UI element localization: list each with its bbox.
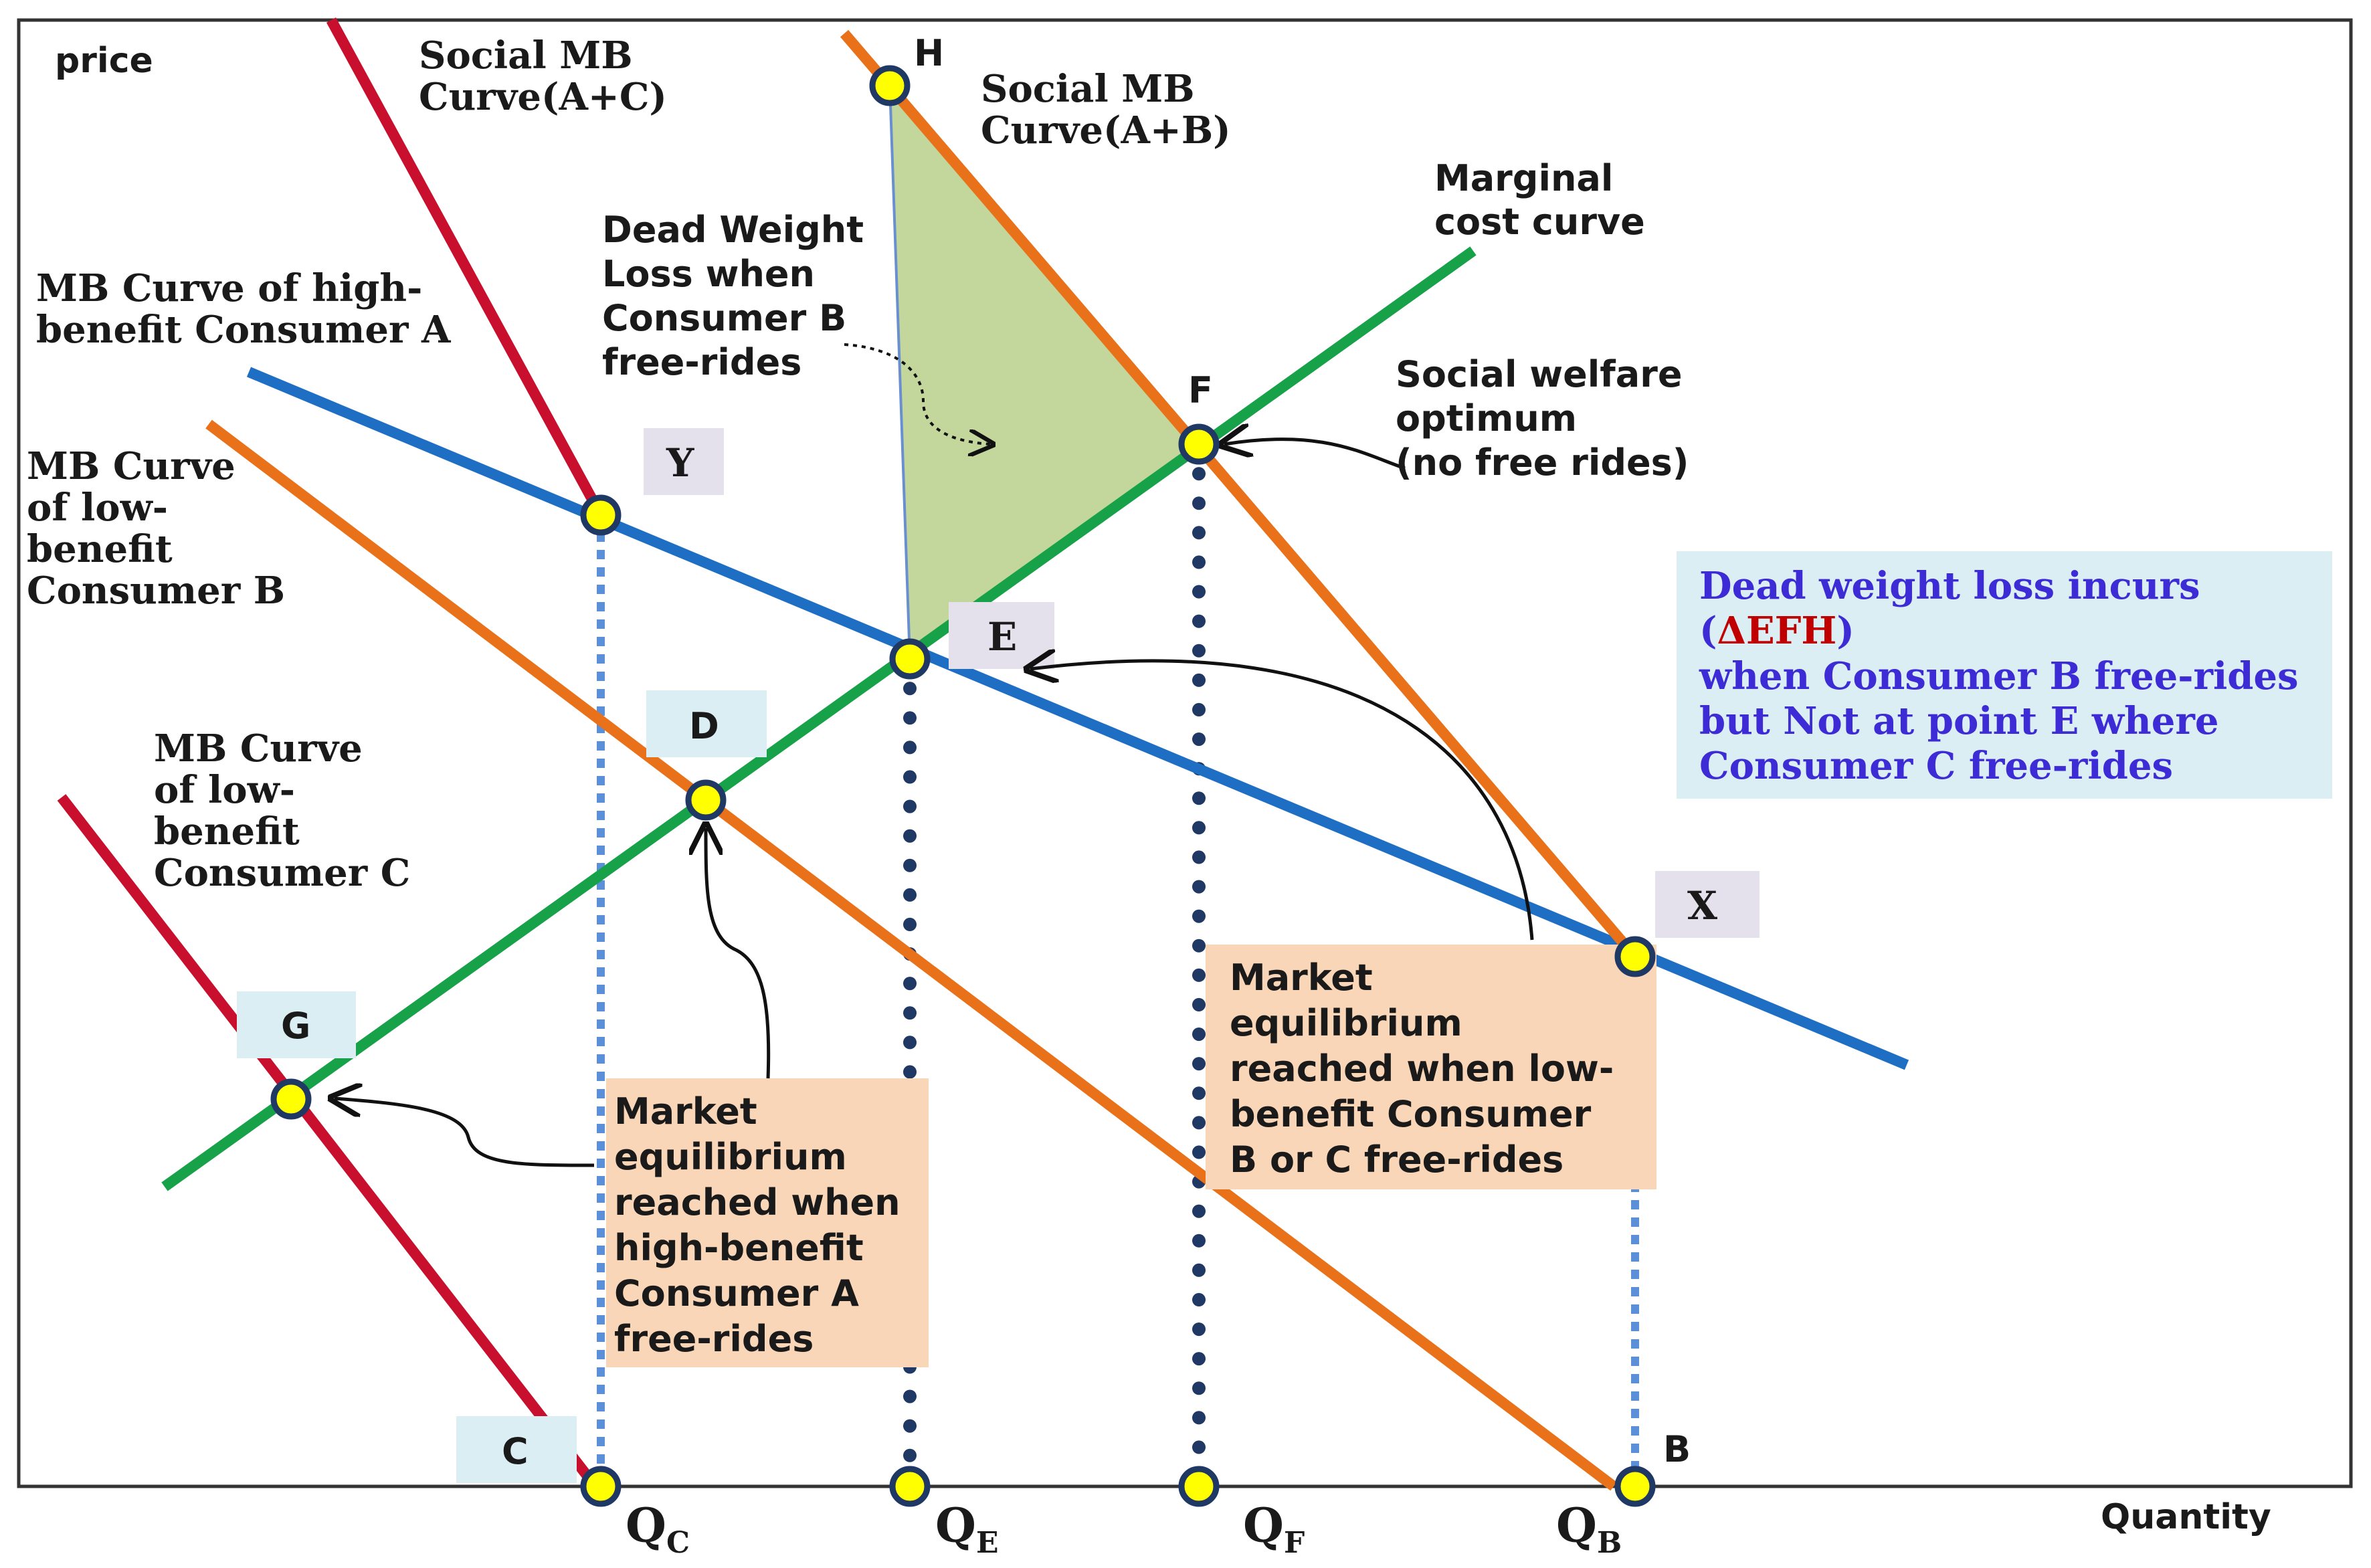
deadweight-loss-triangle-efh	[888, 82, 1201, 662]
label-marginal-cost: Marginal cost curve	[1434, 157, 1645, 243]
label-bg-c	[456, 1416, 577, 1483]
arrow-to-g	[335, 1098, 595, 1167]
label-mb-consumer-a: MB Curve of high- benefit Consumer A	[36, 266, 452, 352]
social-mb-curve-a-plus-c	[326, 17, 606, 518]
label-mb-consumer-b: MB Curve of low- benefit Consumer B	[27, 444, 285, 613]
point-b-label: B	[1663, 1428, 1691, 1470]
label-social-welfare-optimum: Social welfare optimum (no free rides)	[1396, 353, 1695, 484]
point-qb-marker	[1614, 1466, 1656, 1507]
point-g-marker	[270, 1078, 312, 1120]
label-bg-x	[1655, 871, 1760, 938]
label-social-mb-ac: Social MB Curve(A+C)	[419, 33, 667, 119]
marginal-cost-curve	[161, 246, 1477, 1191]
note-box	[1677, 551, 2332, 799]
tick-qe: QE	[935, 1498, 999, 1560]
callout-text-consumer-bc-free-rides: Market equilibrium reached when low- ben…	[1230, 957, 1626, 1181]
point-d-marker	[685, 779, 727, 821]
point-h-label: H	[914, 32, 944, 74]
callout-box-consumer-bc-free-rides	[1206, 945, 1656, 1189]
point-g-label: G	[281, 1005, 310, 1047]
point-f-marker	[1178, 423, 1220, 465]
mb-curve-consumer-b	[205, 419, 1617, 1491]
point-y-marker	[580, 494, 622, 536]
point-y-label: Y	[666, 440, 694, 486]
arrow-to-dwl	[844, 343, 990, 444]
arrow-to-e	[1030, 661, 1534, 941]
tick-qb: QB	[1556, 1498, 1622, 1560]
point-markers	[270, 65, 1656, 1507]
point-x-label: X	[1687, 883, 1717, 928]
point-e-marker	[889, 638, 931, 680]
point-f-label: F	[1188, 369, 1213, 411]
point-qc-marker	[580, 1466, 622, 1507]
label-social-mb-ab: Social MB Curve(A+B)	[981, 67, 1231, 153]
note-box-text: Dead weight loss incurs (ΔEFH) when Cons…	[1699, 564, 2311, 788]
y-axis-label: price	[55, 41, 153, 81]
point-h-marker	[869, 65, 911, 106]
point-c-label: C	[502, 1430, 529, 1472]
point-e-label: E	[987, 614, 1017, 660]
point-qe-marker	[889, 1466, 931, 1507]
label-bg-d	[646, 690, 767, 757]
arrow-to-d	[706, 828, 771, 1079]
label-bg-g	[237, 991, 356, 1058]
callout-text-consumer-a-free-rides: Market equilibrium reached when high-ben…	[614, 1090, 913, 1360]
mb-curve-consumer-c	[57, 794, 600, 1490]
callout-box-consumer-a-free-rides	[606, 1078, 929, 1367]
tick-qf: QF	[1243, 1498, 1305, 1560]
label-mb-consumer-c: MB Curve of low- benefit Consumer C	[154, 726, 410, 895]
tick-qc: QC	[626, 1498, 690, 1560]
arrow-to-f	[1224, 439, 1406, 470]
label-deadweight-loss-b: Dead Weight Loss when Consumer B free-ri…	[602, 209, 876, 383]
social-mb-curve-a-plus-b	[840, 29, 1640, 961]
label-bg-y	[644, 428, 724, 495]
x-axis-label: Quantity	[2101, 1497, 2271, 1537]
point-d-label: D	[689, 705, 719, 747]
point-qf-marker	[1178, 1466, 1220, 1507]
point-x-marker	[1614, 936, 1656, 977]
